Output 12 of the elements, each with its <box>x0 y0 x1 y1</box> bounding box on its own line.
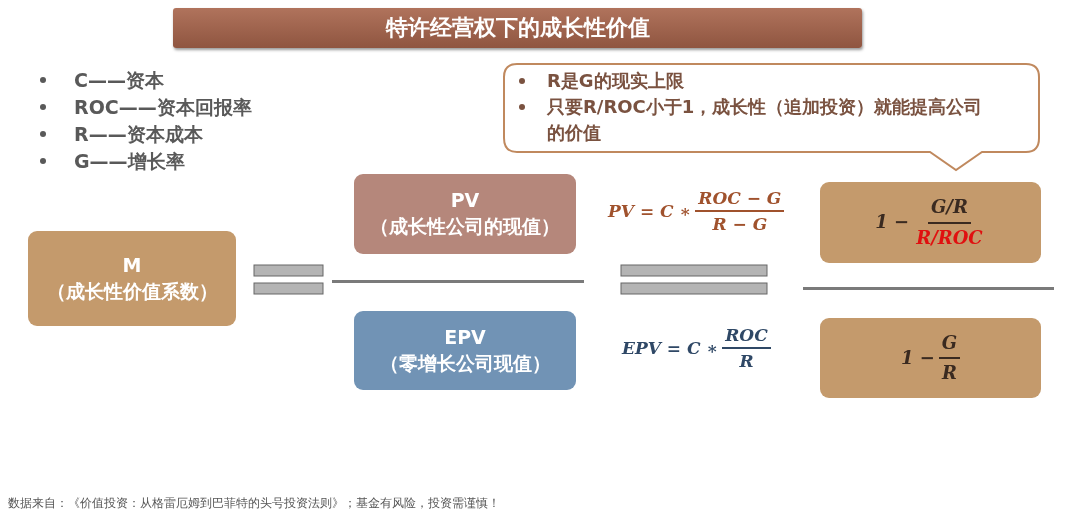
bullet-item: R——资本成本 <box>74 122 203 147</box>
callout-text: 只要R/ROC小于1，成长性（追加投资）就能提高公司的价值 <box>547 95 984 145</box>
source-note: 数据来自：《价值投资：从格雷厄姆到巴菲特的头号投资法则》；基金有风险，投资需谨慎！ <box>8 495 500 512</box>
coefficient-box: M （成长性价值系数） <box>28 231 236 326</box>
bullet-item: G——增长率 <box>74 149 185 174</box>
title-banner: 特许经营权下的成长性价值 <box>173 8 862 48</box>
speech-bubble <box>503 63 1040 171</box>
bullet-item: ROC——资本回报率 <box>74 95 252 120</box>
bullet-item: C——资本 <box>74 68 164 93</box>
value-box: EPV （零增长公司现值） <box>354 311 576 390</box>
value-box: PV （成长性公司的现值） <box>354 174 576 254</box>
callout-text: R是G的现实上限 <box>547 69 684 93</box>
